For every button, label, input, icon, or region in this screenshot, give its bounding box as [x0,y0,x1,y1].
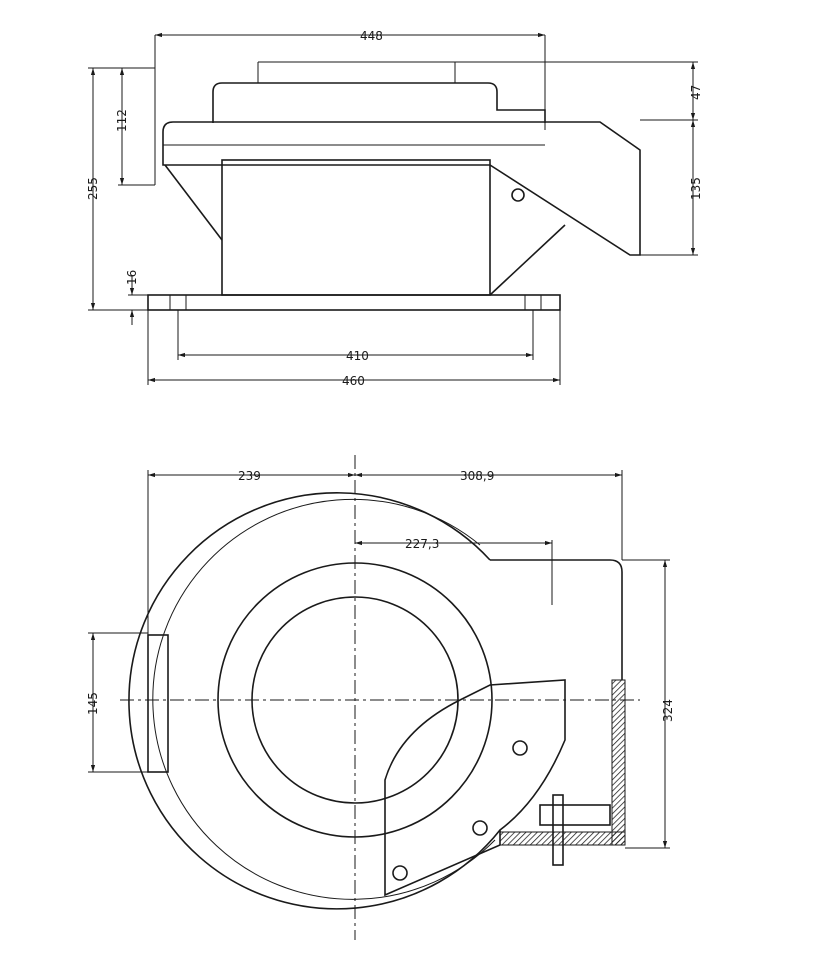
dim-135: 135 [689,177,703,200]
hole-3 [392,865,408,881]
clamp-block [539,804,611,826]
hole-1 [512,740,528,756]
side-hole [511,188,525,202]
outer-ring [128,492,501,910]
dim-227-3: 227,3 [405,537,439,551]
dim-145: 145 [86,692,100,715]
plan-view: 239 308,9 227,3 145 324 [86,455,675,940]
right-gusset [489,224,566,296]
dim-324: 324 [661,699,675,722]
hole-2 [472,820,488,836]
cutout [384,679,566,897]
dim-460: 460 [342,374,365,388]
dim-239: 239 [238,469,261,483]
base-plate [147,294,561,311]
hatched-bracket [611,679,626,846]
dim-255: 255 [86,177,100,200]
bolt [552,794,564,866]
flange [162,121,641,256]
elevation-view: 448 255 112 16 47 135 410 460 [86,29,703,388]
dim-448: 448 [360,29,383,43]
right-housing [490,559,623,680]
dim-47: 47 [689,85,703,100]
dim-308-9: 308,9 [460,469,494,483]
top-cap [212,82,546,123]
dim-112: 112 [115,109,129,132]
left-lug [147,634,169,773]
dim-410: 410 [346,349,369,363]
body [221,159,491,296]
dim-16: 16 [125,270,139,285]
left-gusset [164,164,223,241]
